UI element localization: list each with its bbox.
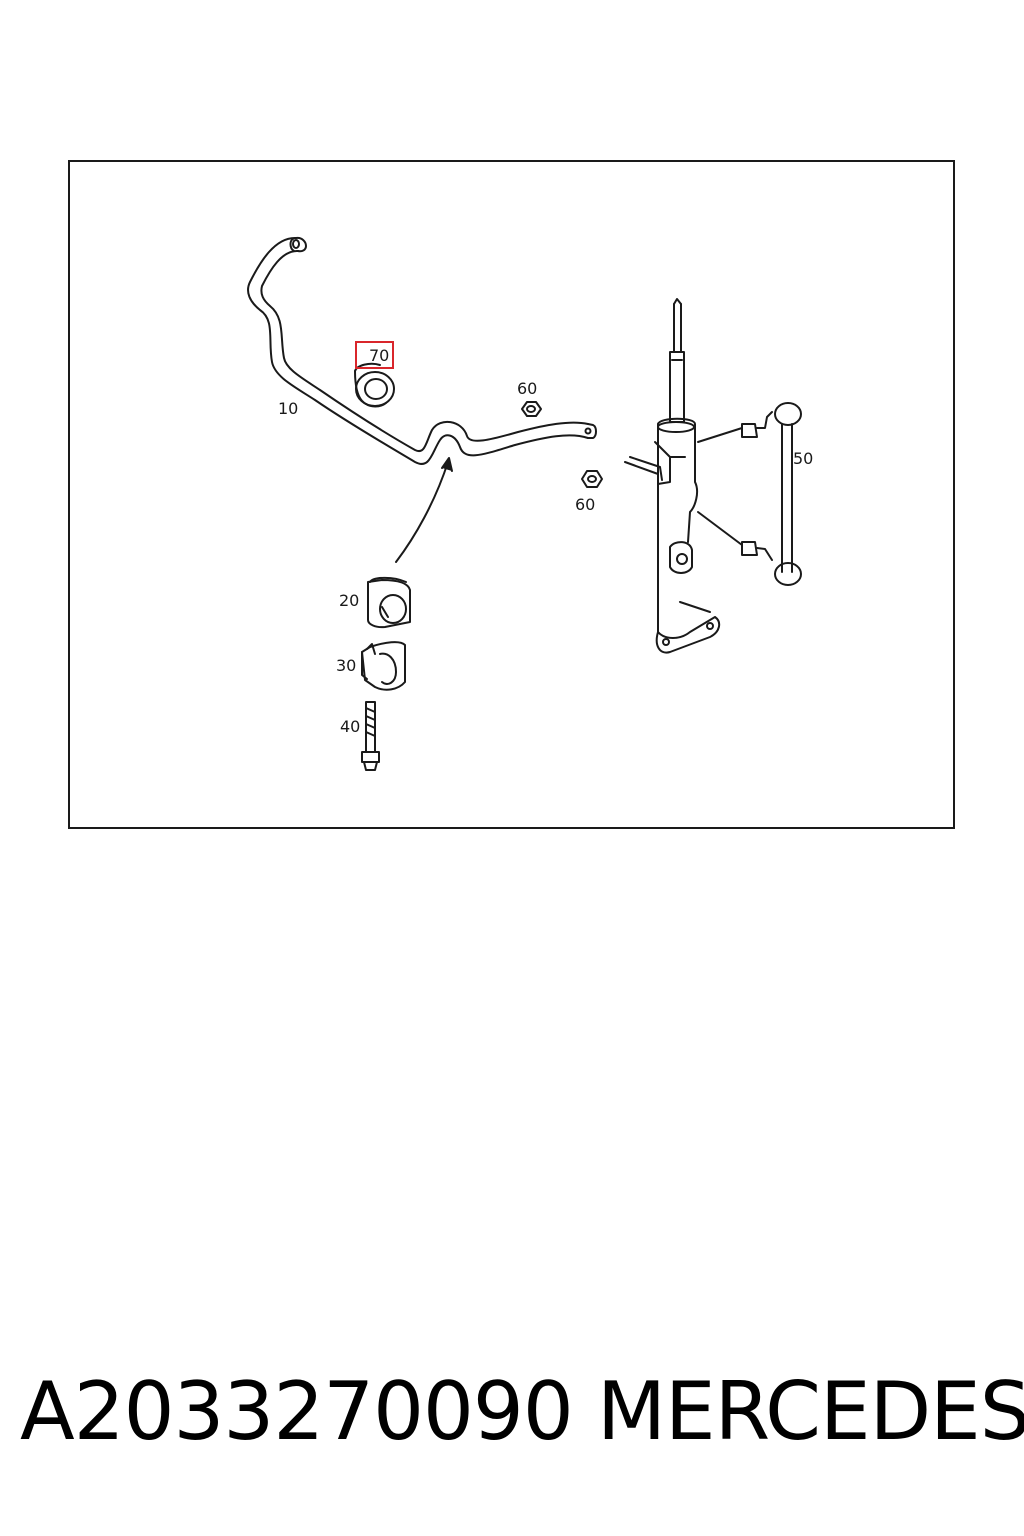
stabilizer-link-part [697,402,802,586]
callout-10: 10 [278,399,299,418]
callout-40: 40 [340,717,361,736]
callout-50: 50 [793,449,814,468]
bushing-part [354,362,395,408]
rubber-mount-part [367,576,411,629]
assembly-arrow [395,461,449,563]
callout-70-highlighted: 70 [355,341,395,369]
part-number-text: A2033270090 [20,1365,574,1458]
clamp-part [361,641,406,691]
callout-60-lower: 60 [575,495,596,514]
brand-text: MERCEDES [597,1365,1024,1458]
nut-part-lower [581,470,603,488]
callout-20: 20 [339,591,360,610]
strut-part [624,298,721,654]
bolt-part [361,701,380,771]
callout-30: 30 [336,656,357,675]
callout-60-upper: 60 [517,379,538,398]
nut-part-upper [521,401,542,417]
exploded-parts-diagram [247,236,802,771]
diagram-frame: 10 20 30 40 50 60 60 70 [68,160,955,829]
stabilizer-bar-part [247,236,597,465]
